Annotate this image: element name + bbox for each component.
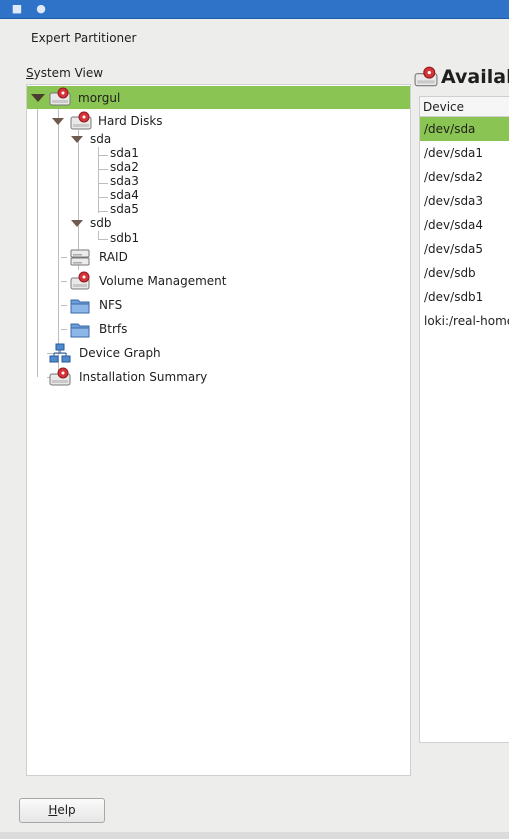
device-graph-icon bbox=[49, 343, 71, 363]
tree-item-btrfs[interactable]: Btrfs bbox=[69, 319, 269, 339]
bottom-bar bbox=[0, 832, 509, 839]
table-row[interactable]: /dev/sda5 bbox=[424, 242, 484, 256]
expand-arrow-icon[interactable] bbox=[71, 220, 83, 227]
tree-item-sdb[interactable]: sdb bbox=[71, 214, 171, 232]
nfs-folder-icon bbox=[70, 299, 90, 314]
tree-connector bbox=[98, 231, 99, 239]
pin-icon[interactable]: ● bbox=[36, 2, 46, 15]
tree-connector bbox=[98, 183, 108, 184]
table-row[interactable]: /dev/sda1 bbox=[424, 146, 484, 160]
raid-icon bbox=[70, 249, 90, 266]
volume-management-icon bbox=[70, 271, 90, 290]
installation-summary-icon bbox=[49, 367, 71, 386]
tree-item-sda[interactable]: sda bbox=[71, 130, 171, 148]
hard-disk-red-icon bbox=[70, 111, 92, 130]
tree-connector bbox=[98, 169, 108, 170]
tree-connector bbox=[98, 197, 108, 198]
tree-item-nfs[interactable]: NFS bbox=[69, 295, 269, 315]
expand-arrow-icon[interactable] bbox=[31, 94, 45, 102]
table-row[interactable]: /dev/sda bbox=[420, 117, 509, 141]
expand-arrow-icon[interactable] bbox=[71, 136, 83, 143]
tree-item-installation-summary[interactable]: Installation Summary bbox=[49, 367, 299, 387]
expand-arrow-icon[interactable] bbox=[52, 118, 64, 125]
table-row[interactable]: /dev/sda4 bbox=[424, 218, 484, 232]
tree-connector bbox=[37, 105, 38, 377]
device-table[interactable]: Device /dev/sda /dev/sda1 /dev/sda2 /dev… bbox=[419, 96, 509, 743]
table-row[interactable]: /dev/sdb bbox=[424, 266, 476, 280]
column-header-device[interactable]: Device bbox=[420, 97, 509, 117]
tree-connector bbox=[58, 105, 59, 377]
tree-connector bbox=[98, 239, 108, 240]
available-storage-title: Availabl bbox=[441, 66, 509, 88]
window-title: Expert Partitioner bbox=[31, 31, 137, 45]
tree-connector bbox=[61, 305, 67, 306]
hard-disk-red-icon bbox=[49, 87, 71, 106]
tree-connector bbox=[78, 130, 79, 270]
tree-item-device-graph[interactable]: Device Graph bbox=[49, 343, 299, 363]
hard-disk-red-icon bbox=[414, 66, 438, 87]
table-row[interactable]: /dev/sdb1 bbox=[424, 290, 484, 304]
help-button[interactable]: Help bbox=[19, 798, 105, 823]
tree-connector bbox=[61, 257, 67, 258]
tree-connector bbox=[61, 281, 67, 282]
tree-connector bbox=[98, 211, 108, 212]
tree-connector bbox=[61, 329, 67, 330]
system-view-tree[interactable]: morgul Hard Disks sda sda1 sda2 sda3 sda… bbox=[26, 84, 411, 776]
tree-item-hard-disks[interactable]: Hard Disks bbox=[47, 111, 347, 131]
table-row[interactable]: /dev/sda2 bbox=[424, 170, 484, 184]
tree-item-morgul[interactable]: morgul bbox=[27, 86, 410, 109]
app-menu-icon[interactable]: ■ bbox=[11, 2, 23, 15]
tree-connector bbox=[98, 147, 99, 213]
tree-item-volume-management[interactable]: Volume Management bbox=[69, 271, 319, 291]
table-row[interactable]: /dev/sda3 bbox=[424, 194, 484, 208]
system-view-label: System View bbox=[26, 66, 104, 80]
table-row[interactable]: loki:/real-home/s bbox=[424, 314, 509, 328]
window-titlebar: ■ ● bbox=[0, 0, 509, 19]
tree-item-raid[interactable]: RAID bbox=[69, 247, 269, 267]
btrfs-folder-icon bbox=[70, 323, 90, 338]
tree-connector bbox=[98, 155, 108, 156]
